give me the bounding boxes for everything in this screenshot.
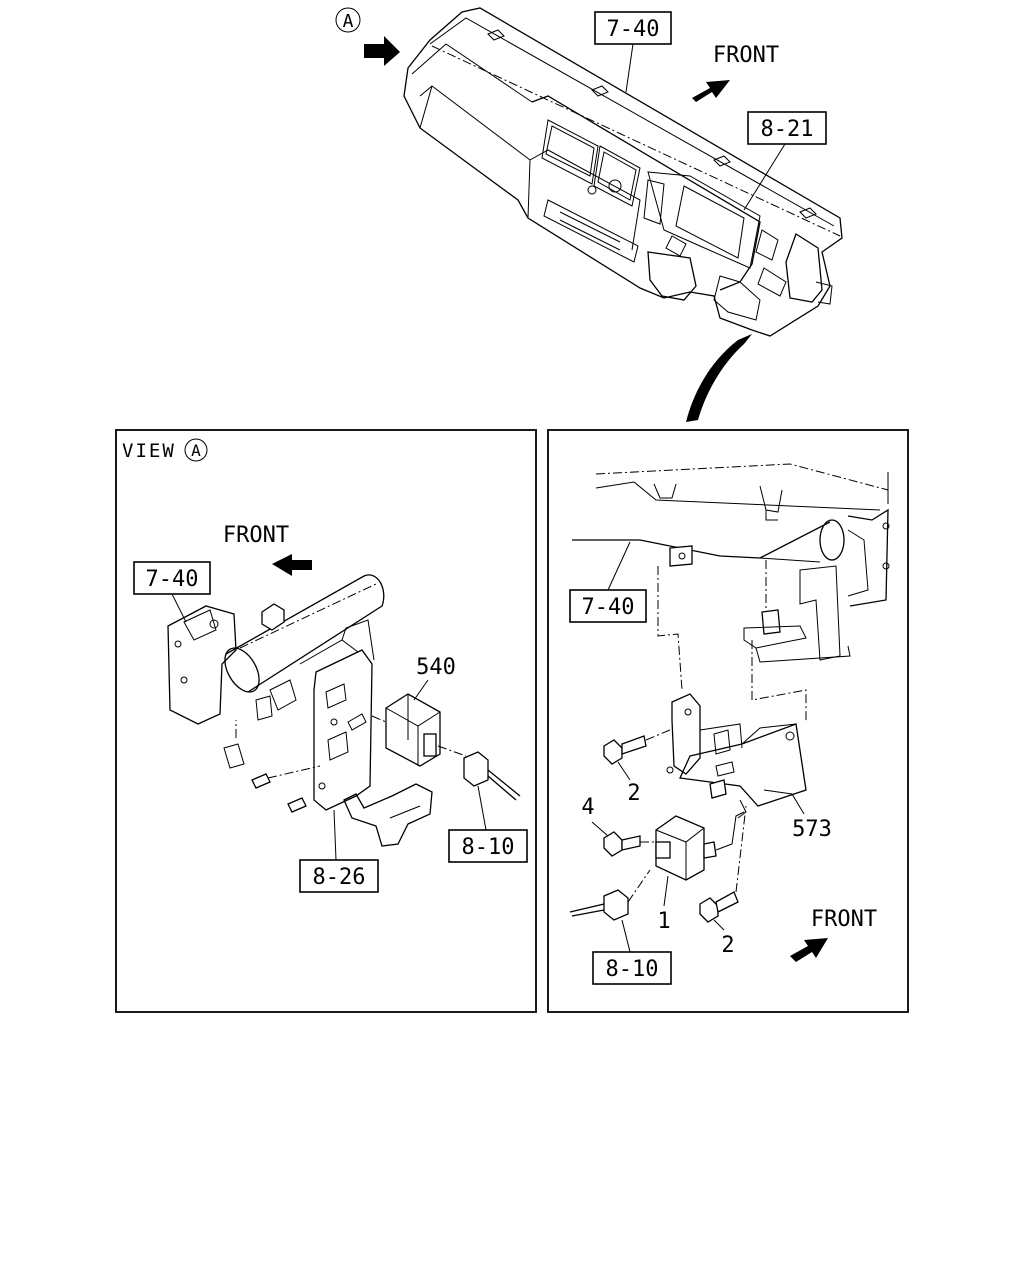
detail-front-indicator: FRONT xyxy=(790,907,877,962)
detail-panel xyxy=(547,429,909,1013)
detail-bolt-lower: 2 xyxy=(699,805,747,958)
detail-bolt-upper-label: 2 xyxy=(627,781,640,806)
detail-bracket-label-group: 573 xyxy=(763,789,832,842)
detail-unit-label: 1 xyxy=(657,909,670,934)
top-front-arrow xyxy=(692,80,730,102)
detail-bolt-lower-label: 2 xyxy=(721,933,734,958)
view-a-title-text: VIEW xyxy=(122,440,176,462)
detail-harness-label: 8-10 xyxy=(606,957,659,982)
view-a-bracket-ref-label: 8-26 xyxy=(313,865,366,890)
dashboard-assembly xyxy=(403,7,843,337)
view-a-callout: A xyxy=(335,7,361,33)
top-meter-ref-label: 8-21 xyxy=(761,117,814,142)
view-a-bracket-ref: 8-26 xyxy=(299,809,379,893)
detail-bracket-label: 573 xyxy=(792,817,832,842)
detail-front-label: FRONT xyxy=(811,907,877,932)
view-direction-arrow xyxy=(364,36,400,66)
detail-dash-ref-label: 7-40 xyxy=(582,595,635,620)
view-a-panel xyxy=(115,429,537,1013)
detail-bolt-upper: 2 xyxy=(603,729,671,806)
view-a-front-indicator: FRONT xyxy=(223,523,312,576)
view-a-front-arrow xyxy=(272,554,312,576)
detail-front-arrow xyxy=(790,938,828,962)
detail-screw-label: 4 xyxy=(581,795,594,820)
view-a-title-marker: A xyxy=(191,441,201,460)
view-a-harness-label: 8-10 xyxy=(462,835,515,860)
top-dash-ref-label: 7-40 xyxy=(607,17,660,42)
detail-screw: 4 xyxy=(581,795,656,857)
top-dash-ref: 7-40 xyxy=(594,11,672,93)
view-a-front-label: FRONT xyxy=(223,523,289,548)
view-a-dash-ref: 7-40 xyxy=(133,561,211,623)
top-meter-ref: 8-21 xyxy=(743,111,827,211)
detail-unit: 1 xyxy=(655,811,745,934)
callout-marker-letter: A xyxy=(343,11,354,32)
view-a-mount-illustration xyxy=(167,574,433,847)
top-front-label: FRONT xyxy=(713,43,779,68)
view-a-relay-540 xyxy=(371,693,467,767)
top-front-indicator: FRONT xyxy=(692,43,779,102)
detail-mount-illustration xyxy=(572,463,890,819)
detail-dash-ref: 7-40 xyxy=(569,541,647,623)
view-a-title: VIEW A xyxy=(122,438,208,462)
view-a-dash-ref-label: 7-40 xyxy=(146,567,199,592)
view-a-harness-connector: 8-10 xyxy=(448,751,528,863)
view-a-relay-label: 540 xyxy=(416,655,456,680)
detail-link-arrow xyxy=(686,334,752,422)
detail-harness-connector: 8-10 xyxy=(569,869,672,985)
view-a-relay-label-group: 540 xyxy=(413,655,456,701)
